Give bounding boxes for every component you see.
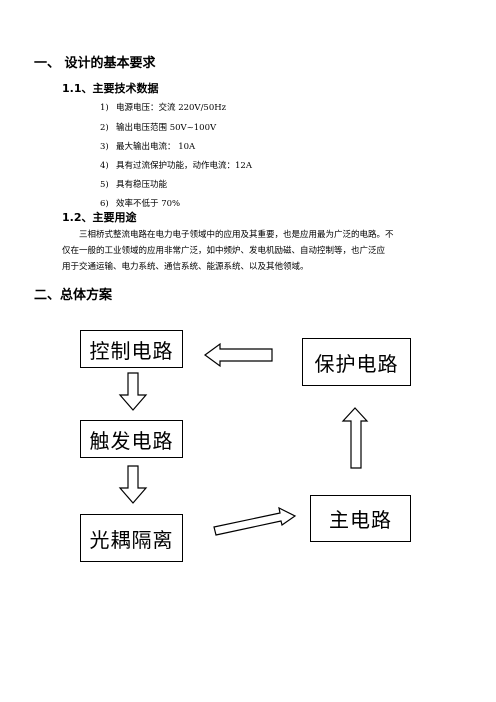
main-circuit-box: 主电路: [310, 495, 411, 542]
spec-item: 2)输出电压范围 50V~100V: [100, 123, 217, 133]
subsection-1-1-title: 1.1、主要技术数据: [62, 82, 159, 95]
paragraph-line: 仅在一般的工业领域的应用非常广泛，如中频炉、发电机励磁、自动控制等，也广泛应: [62, 246, 386, 256]
protection-circuit-box: 保护电路: [302, 338, 411, 386]
spec-item: 1)电源电压：交流 220V/50Hz: [100, 103, 227, 113]
section-2-title: 二、总体方案: [34, 288, 113, 303]
spec-item: 6)效率不低于 70%: [100, 199, 181, 209]
paragraph-line: 三相桥式整流电路在电力电子领域中的应用及其重要，也是应用最为广泛的电路。不: [79, 230, 394, 240]
arrow-up-icon: [341, 407, 369, 469]
paragraph-line: 用于交通运输、电力系统、通信系统、能源系统、以及其他领域。: [62, 262, 309, 272]
subsection-1-2-title: 1.2、主要用途: [62, 211, 137, 224]
spec-item: 4)具有过流保护功能，动作电流：12A: [100, 161, 252, 171]
section-1-title: 一、 设计的基本要求: [34, 56, 156, 71]
trigger-circuit-box: 触发电路: [80, 420, 183, 458]
spec-item: 5)具有稳压功能: [100, 180, 168, 190]
control-circuit-box: 控制电路: [80, 330, 183, 368]
arrow-right-icon: [213, 506, 297, 536]
usage-paragraph: 三相桥式整流电路在电力电子领域中的应用及其重要，也是应用最为广泛的电路。不 仅在…: [62, 227, 394, 275]
arrow-left-icon: [203, 342, 273, 368]
optocoupler-isolation-box: 光耦隔离: [80, 514, 183, 562]
arrow-down-icon: [118, 465, 148, 504]
arrow-down-icon: [118, 372, 148, 411]
spec-item: 3)最大输出电流： 10A: [100, 142, 196, 152]
